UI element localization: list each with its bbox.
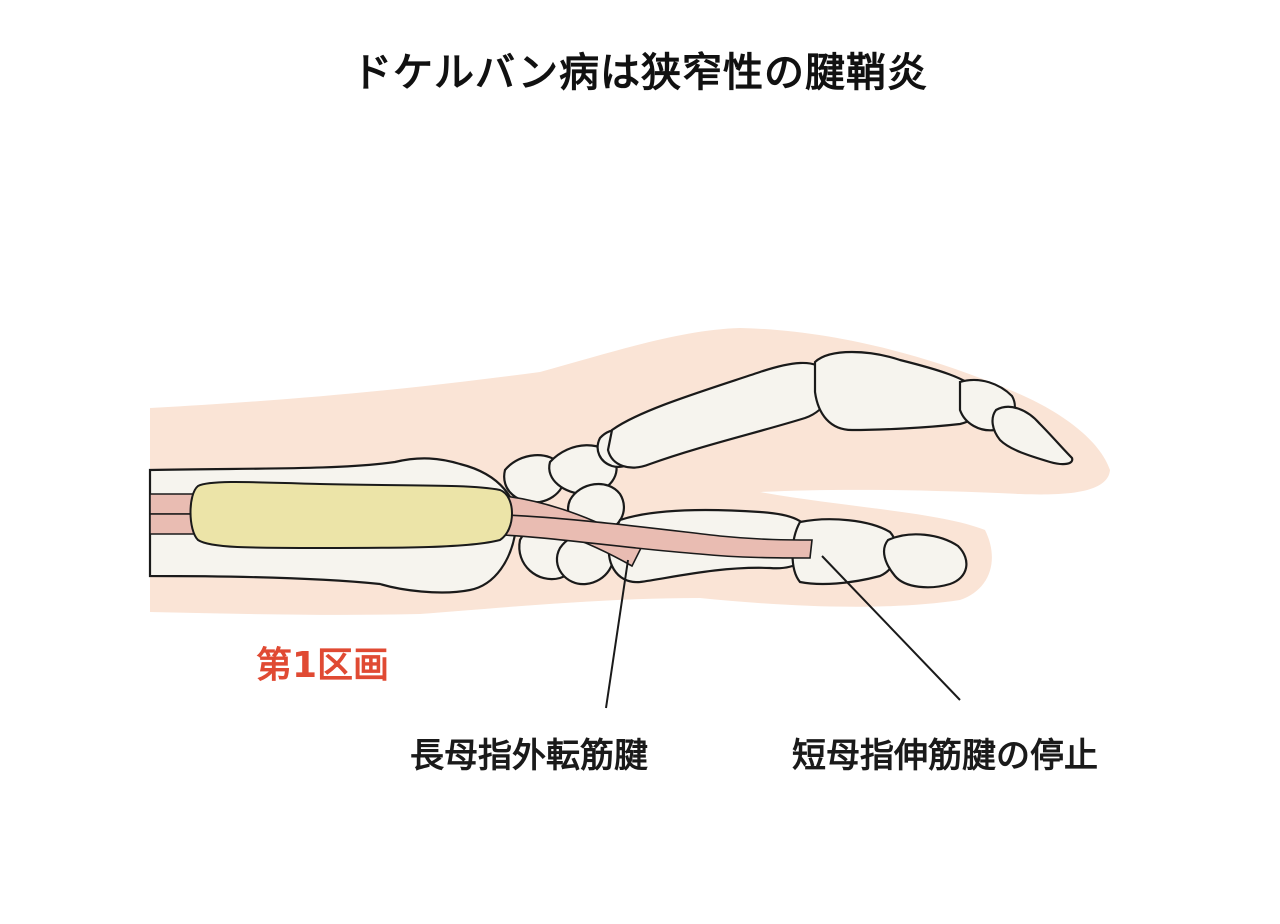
abductor-pollicis-longus-label: 長母指外転筋腱 bbox=[410, 728, 648, 777]
first-compartment-sheath bbox=[191, 482, 513, 548]
extensor-pollicis-brevis-label: 短母指伸筋腱の停止 bbox=[792, 728, 1098, 777]
first-compartment-label: 第1区画 bbox=[256, 636, 389, 688]
